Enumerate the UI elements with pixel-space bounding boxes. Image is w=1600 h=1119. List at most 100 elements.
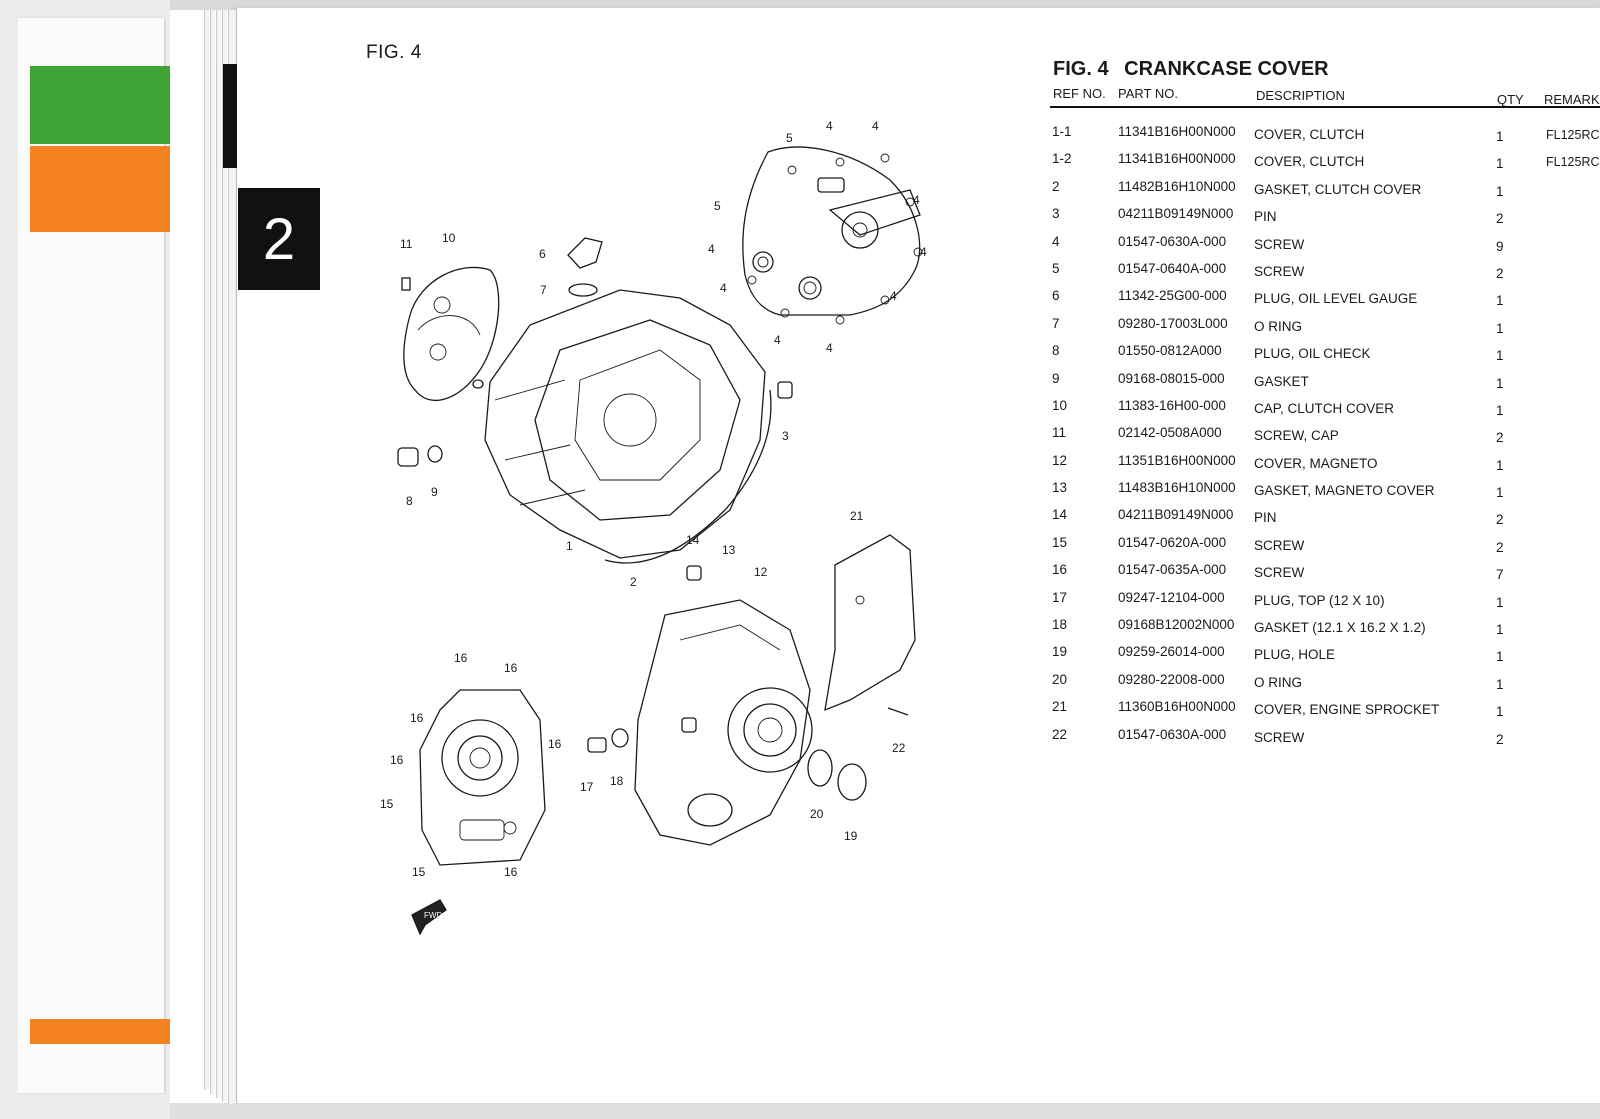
description-cell: SCREW — [1254, 565, 1305, 581]
orange-stripe — [30, 146, 170, 232]
description-cell: SCREW — [1254, 263, 1305, 279]
ref-cell: 16 — [1052, 562, 1068, 578]
description-cell: CAP, CLUTCH COVER — [1254, 400, 1395, 416]
callout-16: 16 — [548, 737, 562, 751]
callout-15: 15 — [412, 865, 426, 879]
remark-cell: FL125RC — [1546, 128, 1600, 142]
ref-cell: 9 — [1052, 370, 1060, 386]
qty-cell: 2 — [1496, 731, 1504, 747]
part-number-cell: 01547-0635A-000 — [1118, 562, 1227, 578]
callout-12: 12 — [754, 565, 768, 579]
description-cell: SCREW, CAP — [1254, 428, 1339, 444]
part-number-cell: 01547-0640A-000 — [1118, 260, 1227, 276]
description-cell: PIN — [1254, 209, 1277, 225]
ref-cell: 15 — [1052, 534, 1068, 550]
description-cell: GASKET, CLUTCH COVER — [1254, 181, 1422, 197]
description-cell: O RING — [1254, 674, 1303, 690]
part-number-cell: 01547-0630A-000 — [1118, 726, 1227, 742]
ref-cell: 14 — [1052, 507, 1068, 523]
description-cell: SCREW — [1254, 236, 1305, 252]
callout-17: 17 — [580, 780, 594, 794]
description-cell: PLUG, OIL LEVEL GAUGE — [1254, 291, 1418, 307]
ref-cell: 4 — [1052, 233, 1060, 249]
description-cell: O RING — [1254, 318, 1303, 334]
callout-10: 10 — [442, 231, 456, 245]
scan-top-edge — [0, 0, 1600, 10]
part-number-cell: 04211B09149N000 — [1118, 206, 1234, 222]
qty-cell: 1 — [1496, 594, 1504, 610]
thumb-index-marker — [223, 64, 237, 168]
callout-4: 4 — [826, 119, 833, 133]
qty-cell: 2 — [1496, 430, 1504, 446]
callout-5: 5 — [786, 131, 793, 145]
ref-cell: 19 — [1052, 644, 1068, 660]
callout-13: 13 — [722, 543, 736, 557]
callout-numbers: 1 2 3 4 4 4 4 4 4 4 4 4 5 5 6 7 8 9 10 1… — [380, 119, 927, 879]
part-number-cell: 11383-16H00-000 — [1118, 397, 1226, 413]
header-remark: REMARK — [1544, 92, 1600, 107]
description-cell: GASKET, MAGNETO COVER — [1254, 483, 1435, 499]
oil-check-plug-drawing — [397, 445, 443, 467]
part-number-cell: 11351B16H00N000 — [1118, 452, 1236, 468]
small-parts-drawing — [587, 565, 867, 801]
ref-cell: 8 — [1052, 343, 1060, 359]
ref-cell: 2 — [1052, 178, 1060, 194]
ref-cell: 18 — [1052, 617, 1068, 633]
part-number-cell: 01547-0630A-000 — [1118, 233, 1227, 249]
callout-4: 4 — [774, 333, 781, 347]
page-edge — [204, 10, 209, 1090]
left-page — [0, 0, 170, 1119]
part-number-cell: 04211B09149N000 — [1118, 507, 1234, 523]
ref-cell: 13 — [1052, 480, 1068, 496]
part-number-cell: 09168B12002N000 — [1118, 617, 1235, 633]
qty-cell: 1 — [1496, 348, 1504, 364]
callout-18: 18 — [610, 774, 624, 788]
part-number-cell: 09280-22008-000 — [1118, 671, 1225, 687]
section-tab: 2 — [238, 188, 320, 290]
description-cell: GASKET (12.1 X 16.2 X 1.2) — [1254, 620, 1426, 636]
ref-cell: 20 — [1052, 671, 1068, 687]
fwd-label: FWD — [424, 911, 442, 920]
part-number-cell: 09168-08015-000 — [1118, 370, 1225, 386]
orange-stripe-bottom — [30, 1019, 170, 1044]
header-description: DESCRIPTION — [1256, 88, 1345, 103]
qty-cell: 2 — [1496, 512, 1504, 528]
header-ref-no: REF NO. — [1053, 86, 1106, 101]
page-edge — [210, 10, 215, 1094]
table-title: FIG. 4 CRANKCASE COVER — [1053, 58, 1329, 81]
callout-15: 15 — [380, 797, 394, 811]
qty-cell: 1 — [1496, 293, 1504, 309]
callout-16: 16 — [504, 865, 518, 879]
callout-20: 20 — [810, 807, 824, 821]
part-number-cell: 11342-25G00-000 — [1118, 288, 1227, 304]
description-cell: PLUG, HOLE — [1254, 647, 1336, 663]
callout-8: 8 — [406, 494, 413, 508]
part-number-cell: 11482B16H10N000 — [1118, 178, 1236, 194]
page-edge — [222, 10, 227, 1102]
page-edge — [216, 10, 221, 1098]
part-number-cell: 01550-0812A000 — [1118, 343, 1222, 359]
qty-cell: 1 — [1496, 156, 1504, 172]
part-number-cell: 11360B16H00N000 — [1118, 699, 1236, 715]
part-number-cell: 11483B16H10N000 — [1118, 480, 1236, 496]
qty-cell: 1 — [1496, 704, 1504, 720]
catalog-page — [236, 8, 1600, 1103]
qty-cell: 1 — [1496, 320, 1504, 336]
description-cell: COVER, CLUTCH — [1254, 127, 1365, 142]
ref-cell: 21 — [1052, 699, 1068, 715]
table-header: REF NO. PART NO. DESCRIPTION QTY REMARK — [1050, 84, 1600, 108]
scan-bottom-edge — [0, 1103, 1600, 1119]
qty-cell: 1 — [1496, 402, 1504, 418]
callout-16: 16 — [504, 661, 518, 675]
